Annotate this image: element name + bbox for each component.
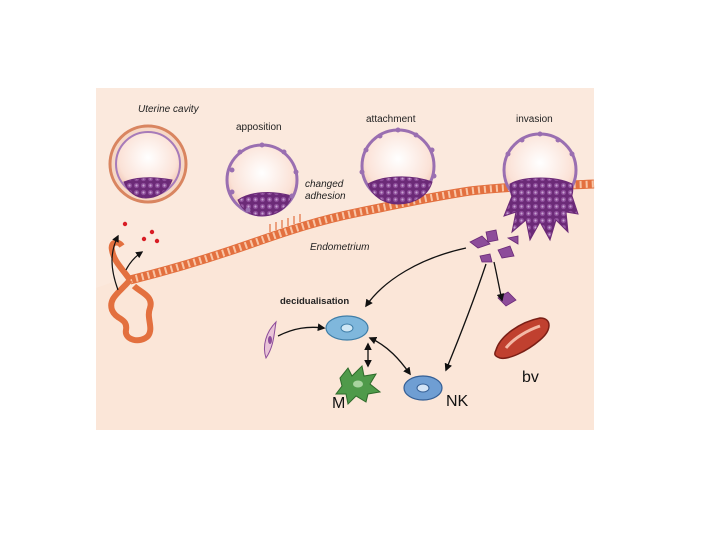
- label-nk: NK: [446, 393, 469, 410]
- decidual-cell: [325, 315, 369, 341]
- endometrial-gland: [108, 278, 154, 344]
- lower-band: [96, 430, 594, 530]
- migrating-trophoblasts: [469, 229, 519, 307]
- label-adhesion: adhesion: [305, 191, 346, 202]
- nk-cell: [403, 375, 443, 401]
- blastocyst-invasion: [502, 131, 579, 242]
- secretion-arrow-1: [111, 234, 119, 291]
- arrow-decidua-nk: [368, 336, 411, 376]
- endometrium-stroma: [96, 184, 594, 430]
- invading-trophoblast: [503, 195, 579, 242]
- label-attachment: attachment: [366, 114, 416, 125]
- label-changed: changed: [305, 179, 344, 190]
- label-invasion: invasion: [516, 114, 553, 125]
- label-apposition: apposition: [236, 122, 282, 133]
- secretion-arrow-2: [125, 251, 144, 271]
- arrow-trophoblast-to-bv: [493, 261, 505, 302]
- gland-duct: [108, 239, 133, 282]
- blastocyst-apposition: [225, 142, 299, 217]
- arrow-trophoblast-to-nk: [444, 263, 487, 372]
- label-blood-vessel: bv: [522, 369, 539, 386]
- stromal-fibroblast: [263, 320, 277, 360]
- blastocyst-attachment: [359, 127, 437, 205]
- label-uterine-cavity: Uterine cavity: [138, 104, 200, 115]
- arrow-trophoblast-to-decidua: [365, 247, 467, 308]
- label-endometrium: Endometrium: [310, 242, 369, 253]
- blood-vessel: [494, 317, 550, 360]
- label-decidualisation: decidualisation: [280, 296, 349, 307]
- secretion-dots: [122, 221, 160, 244]
- label-macrophage: M: [332, 395, 345, 412]
- arrow-fibroblast-to-decidua: [277, 323, 326, 337]
- macrophage: [335, 364, 382, 406]
- adhesion-microvilli: [269, 214, 301, 232]
- blastocyst-zona: [108, 124, 188, 204]
